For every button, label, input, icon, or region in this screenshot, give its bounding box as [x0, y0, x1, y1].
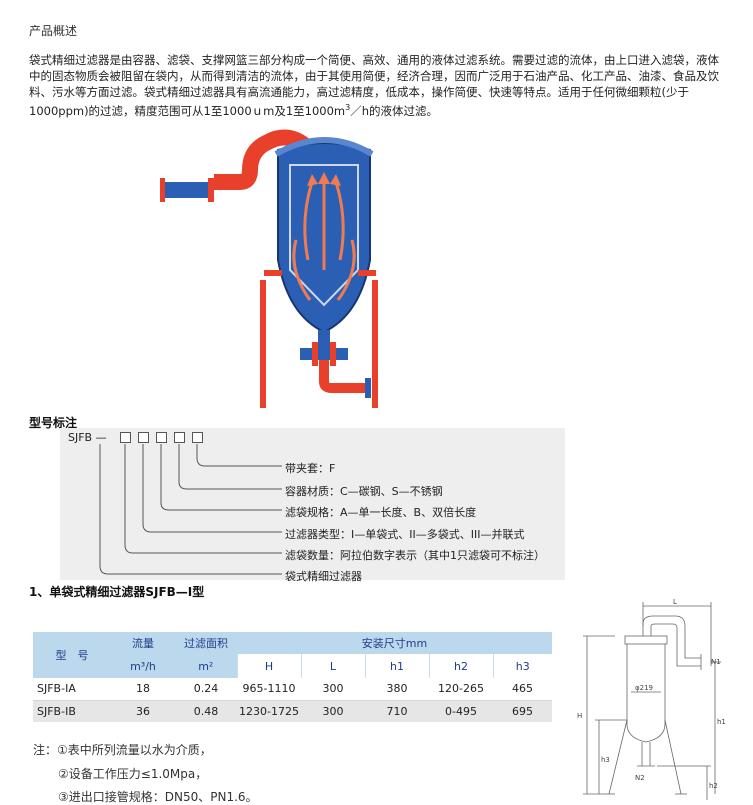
table-row: SJFB-ⅠA 18 0.24 965-1110 300 380 120-265…: [33, 678, 552, 701]
section-1-title: 1、单袋式精细过滤器SJFB—I型: [29, 585, 205, 599]
model-code-leaders: [99, 444, 282, 575]
table-row: SJFB-ⅠB 36 0.48 1230-1725 300 710 0-495 …: [33, 700, 552, 722]
cell-model: SJFB-ⅠA: [33, 678, 111, 701]
filter-bag: [289, 164, 359, 307]
note-3: ③进出口接管规格：DN50、PN1.6。: [58, 790, 258, 804]
filter-illustration: [160, 129, 378, 408]
inlet-elbow: [214, 129, 316, 190]
dim-N2-label: N2: [635, 774, 645, 782]
model-code-title: 型号标注: [29, 416, 78, 430]
cell-H: 965-1110: [237, 678, 301, 701]
dim-h1-label: h1: [717, 718, 726, 726]
note-2: ②设备工作压力≤1.0Mpa，: [58, 767, 208, 781]
spec-table-header-row-2: m³/h m² H L h1 h2 h3: [33, 654, 552, 678]
dimension-drawing: L N1 N2 H h3 h1 h2 φ219: [577, 598, 726, 800]
overview-title: 产品概述: [29, 24, 78, 38]
code-box-1: [120, 432, 131, 443]
spec-table: 型 号 流量 过滤面积 安装尺寸mm m³/h m² H L h1 h2 h3 …: [33, 632, 552, 722]
vessel-leg-left: [260, 280, 266, 408]
inlet-pipe: [162, 182, 210, 198]
leader-line-2: [178, 444, 282, 490]
header-install: 安装尺寸mm: [237, 632, 552, 654]
cell-L: 300: [301, 700, 365, 722]
header-area: 过滤面积: [175, 632, 237, 654]
header-area-unit: m²: [175, 654, 237, 678]
vessel-leg-right: [372, 280, 378, 408]
cell-h3: 695: [493, 700, 552, 722]
code-label-bag-spec: 滤袋规格：A—单一长度、B、双倍长度: [285, 506, 477, 519]
header-dim-L: L: [300, 654, 365, 678]
dim-h3-label: h3: [601, 756, 610, 764]
code-label-bag-count: 滤袋数量：阿拉伯数字表示（其中1只滤袋可不标注）: [285, 549, 545, 562]
header-dim-h1: h1: [364, 654, 429, 678]
dim-N1-label: N1: [711, 658, 721, 666]
header-dim-h2: h2: [428, 654, 493, 678]
cell-h1: 380: [365, 678, 429, 701]
code-label-material: 容器材质：C—碳钢、S—不锈钢: [285, 485, 443, 498]
code-box-5: [192, 432, 203, 443]
code-box-4: [174, 432, 185, 443]
code-label-product: 袋式精细过滤器: [285, 570, 362, 583]
cell-L: 300: [301, 678, 365, 701]
cell-flow: 36: [111, 700, 175, 722]
header-dim-h3: h3: [492, 654, 552, 678]
code-box-2: [138, 432, 149, 443]
header-flow-unit: m³/h: [111, 654, 175, 678]
cell-flow: 18: [111, 678, 175, 701]
overview-text-tail: ／h的液体过滤。: [350, 103, 439, 118]
dim-diameter-label: φ219: [635, 684, 653, 692]
note-1: 注：①表中所列流量以水为介质，: [33, 743, 212, 757]
cell-h2: 0-495: [429, 700, 493, 722]
header-dim-H: H: [236, 654, 301, 678]
outlet-valve: [300, 348, 348, 360]
leader-line-5: [124, 444, 282, 554]
cell-h2: 120-265: [429, 678, 493, 701]
cell-h3: 465: [493, 678, 552, 701]
code-label-type: 过滤器类型：I—单袋式、II—多袋式、III—并联式: [285, 528, 525, 541]
header-model: 型 号: [33, 632, 111, 678]
cell-model: SJFB-ⅠB: [33, 700, 111, 722]
spec-table-header-row-1: 型 号 流量 过滤面积 安装尺寸mm: [33, 632, 552, 678]
leader-line-1: [196, 444, 282, 467]
header-flow: 流量: [111, 632, 175, 654]
leader-line-3: [160, 444, 282, 511]
overview-text: 袋式精细过滤器是由容器、滤袋、支撑网篮三部分构成一个简便、高效、通用的液体过滤系…: [29, 52, 729, 119]
code-label-jacket: 带夹套：F: [285, 462, 336, 475]
leader-line-4: [142, 444, 282, 533]
dim-h2-label: h2: [709, 782, 718, 790]
leader-line-6: [99, 444, 282, 575]
dim-H-label: H: [577, 712, 582, 720]
cell-H: 1230-1725: [237, 700, 301, 722]
cell-area: 0.48: [175, 700, 237, 722]
cell-h1: 710: [365, 700, 429, 722]
outlet-pipe: [319, 360, 370, 393]
model-code-panel: SJFB — 带夹套：F 容器材质：C—碳钢、S—不锈钢 滤袋规格：A—单一长度…: [60, 428, 565, 583]
dim-L-label: L: [673, 598, 677, 606]
overview-text-sup: 3: [345, 103, 351, 112]
model-code-prefix: SJFB —: [68, 431, 107, 444]
cell-area: 0.24: [175, 678, 237, 701]
code-box-3: [156, 432, 167, 443]
overview-text-main: 袋式精细过滤器是由容器、滤袋、支撑网篮三部分构成一个简便、高效、通用的液体过滤系…: [29, 53, 719, 118]
